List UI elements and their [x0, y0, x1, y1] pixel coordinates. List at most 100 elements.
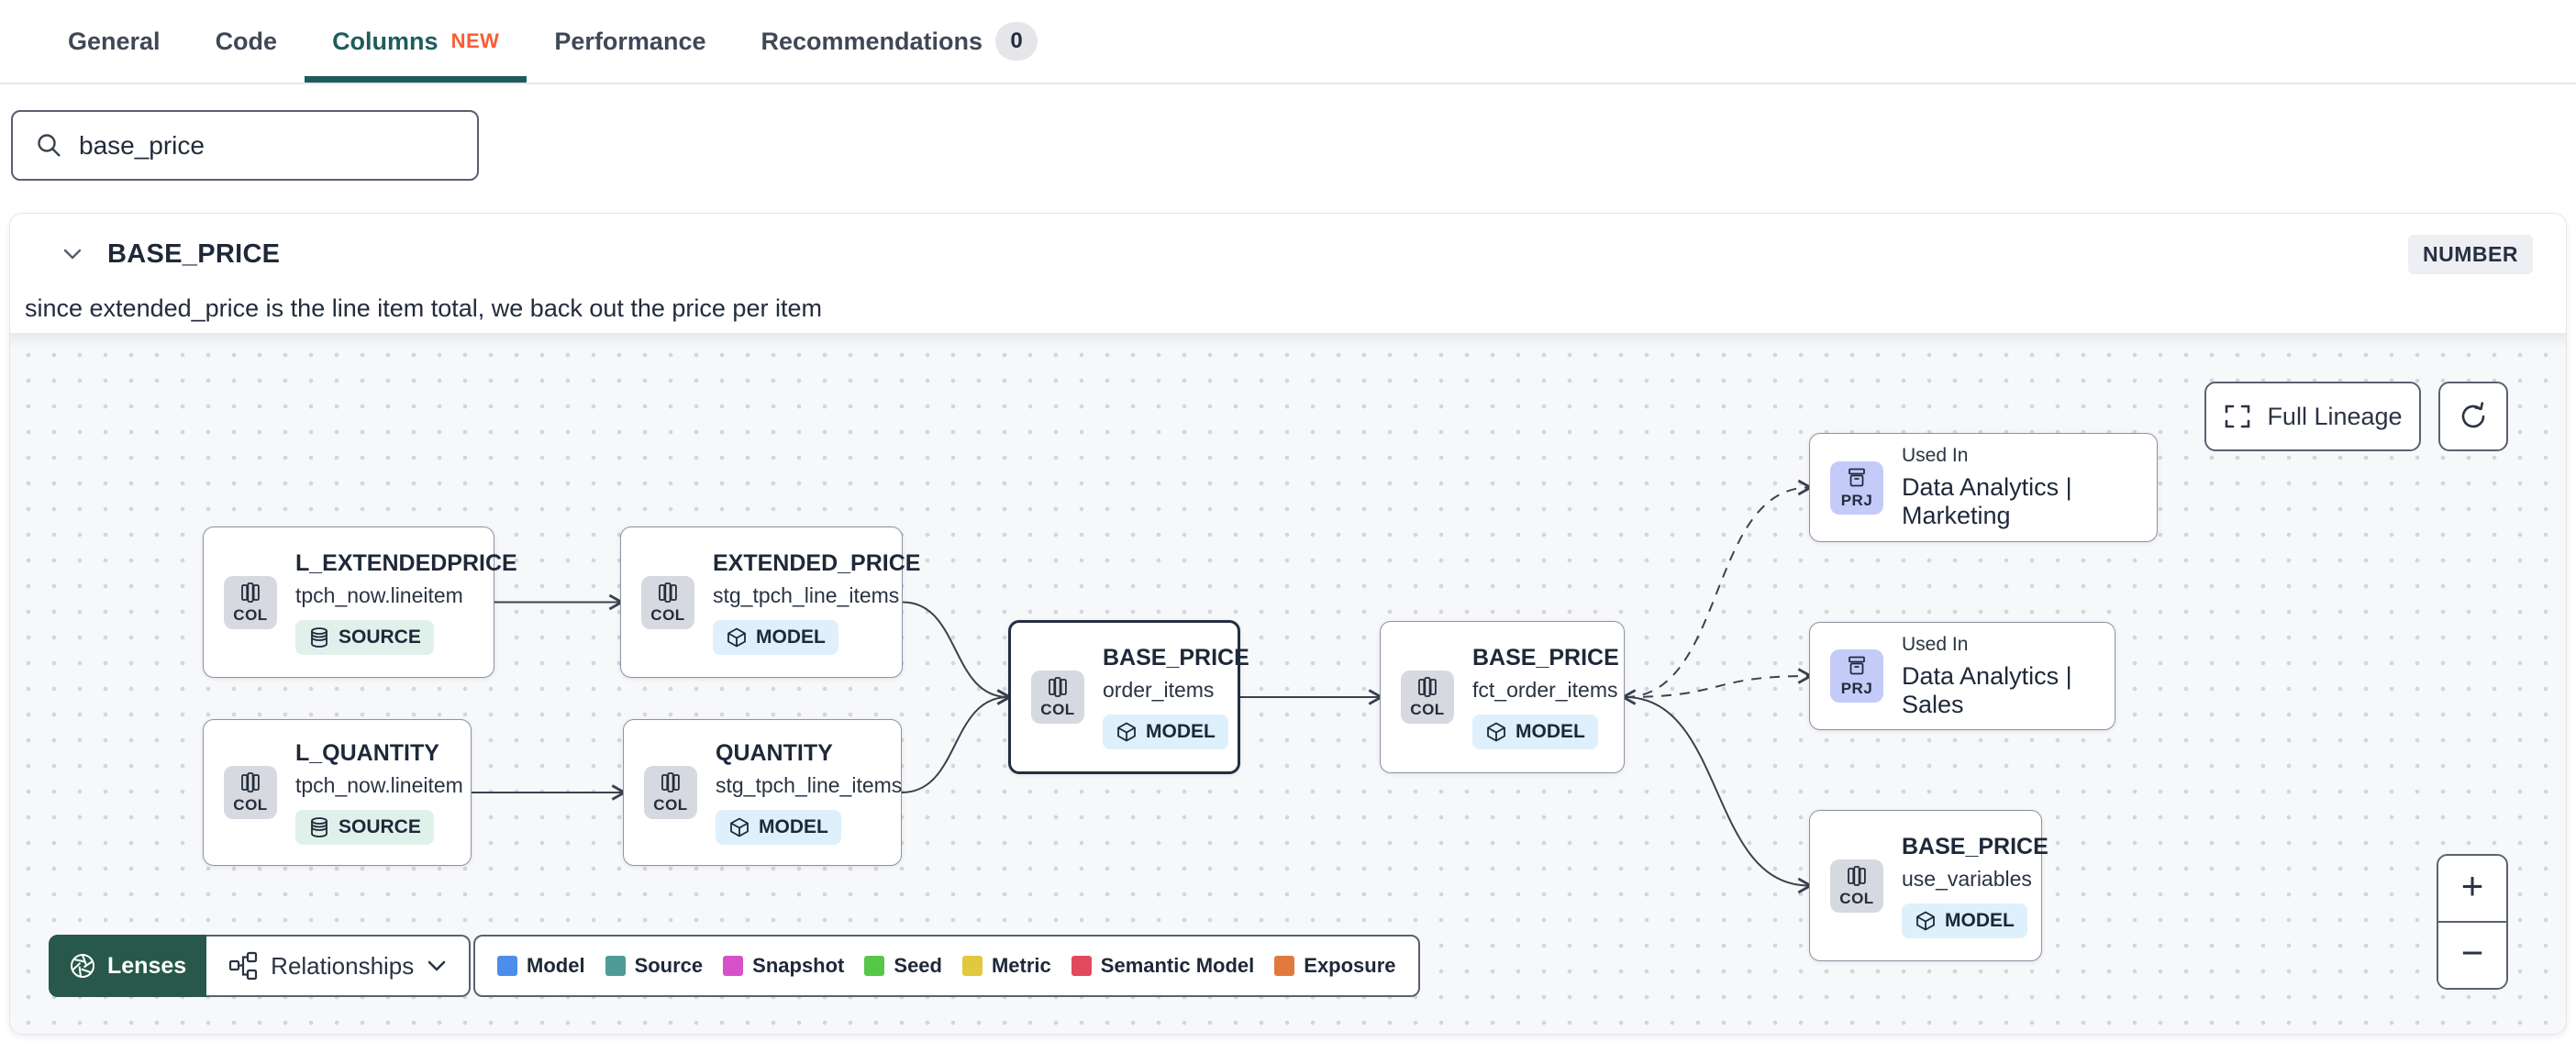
node-subtitle: tpch_now.lineitem — [295, 773, 463, 797]
database-icon — [308, 816, 330, 838]
node-title: BASE_PRICE — [1103, 645, 1249, 671]
node-chip-col: COL — [1031, 671, 1084, 724]
tab-columns[interactable]: Columns NEW — [305, 0, 527, 83]
model-cube-icon — [1915, 910, 1937, 932]
node-title: BASE_PRICE — [1472, 645, 1619, 671]
chip-label: COL — [653, 796, 688, 814]
chip-label: COL — [1410, 701, 1445, 718]
tab-performance[interactable]: Performance — [527, 0, 733, 83]
full-lineage-button[interactable]: Full Lineage — [2204, 382, 2421, 451]
search-input[interactable] — [79, 112, 477, 179]
node-chip-prj: PRJ — [1830, 649, 1883, 703]
resource-type-label: SOURCE — [339, 626, 421, 648]
lineage-node-base_price_fct_order_items[interactable]: COL BASE_PRICE fct_order_items MODEL — [1380, 621, 1625, 773]
collapse-chevron-button[interactable] — [61, 247, 83, 261]
resource-type-badge: MODEL — [713, 619, 838, 655]
node-kicker: Used In — [1902, 633, 1969, 655]
legend-label: Model — [527, 954, 585, 977]
zoom-controls: + − — [2437, 854, 2508, 990]
chip-label: COL — [233, 605, 268, 624]
resource-type-label: MODEL — [1516, 721, 1585, 742]
columns-icon — [1845, 864, 1869, 888]
database-icon — [308, 626, 330, 648]
lineage-node-l_extendedprice[interactable]: COL L_EXTENDEDPRICE tpch_now.lineitem SO… — [203, 526, 517, 678]
legend-item-metric: Metric — [961, 954, 1051, 978]
expand-icon — [2226, 405, 2250, 428]
chip-label: COL — [1040, 701, 1075, 718]
lineage-edge — [901, 689, 1013, 793]
node-chip-col: COL — [1830, 859, 1883, 913]
resource-type-badge: MODEL — [1103, 715, 1228, 749]
resource-type-label: MODEL — [759, 816, 828, 837]
resource-type-badge: MODEL — [1902, 903, 2027, 938]
node-chip-prj: PRJ — [1830, 460, 1883, 515]
legend-item-snapshot: Snapshot — [723, 954, 844, 978]
legend-item-seed: Seed — [864, 954, 942, 978]
model-cube-icon — [1485, 721, 1507, 743]
lineage-edges — [471, 479, 1814, 894]
tab-recommendations[interactable]: Recommendations 0 — [733, 0, 1065, 83]
columns-icon — [239, 770, 262, 794]
tab-label: Columns — [332, 27, 439, 55]
resource-type-label: MODEL — [1146, 721, 1216, 742]
node-title: BASE_PRICE — [1902, 833, 2049, 859]
node-subtitle: tpch_now.lineitem — [295, 582, 463, 607]
lineage-node-used_in_sales[interactable]: PRJ Used In Data Analytics | Sales — [1809, 622, 2115, 730]
columns-icon — [1046, 675, 1070, 699]
relationships-icon — [229, 951, 258, 981]
resource-type-label: MODEL — [756, 626, 826, 648]
resource-type-badge: SOURCE — [295, 810, 434, 845]
lineage-canvas[interactable]: COL L_EXTENDEDPRICE tpch_now.lineitem SO… — [10, 333, 2566, 1034]
legend-item-exposure: Exposure — [1274, 954, 1396, 978]
archive-icon — [1845, 466, 1869, 490]
node-title: EXTENDED_PRICE — [713, 549, 921, 576]
node-chip-col: COL — [1401, 671, 1454, 724]
legend-label: Metric — [991, 954, 1051, 977]
recommendations-count-badge: 0 — [995, 22, 1038, 61]
tab-general[interactable]: General — [40, 0, 188, 83]
model-cube-icon — [726, 626, 748, 648]
relationships-dropdown[interactable]: Relationships — [206, 935, 472, 997]
chevron-down-icon — [427, 960, 446, 971]
legend-swatch — [1274, 956, 1295, 976]
chip-label: PRJ — [1840, 491, 1873, 509]
tab-bar: General Code Columns NEW Performance Rec… — [0, 0, 2576, 84]
legend-swatch — [864, 956, 885, 976]
lineage-node-extended_price[interactable]: COL EXTENDED_PRICE stg_tpch_line_items M… — [620, 526, 920, 678]
lineage-node-used_in_marketing[interactable]: PRJ Used In Data Analytics | Marketing — [1809, 433, 2158, 542]
tab-code[interactable]: Code — [188, 0, 305, 83]
lineage-edge — [1624, 696, 1814, 894]
node-subtitle: use_variables — [1902, 866, 2032, 891]
legend-item-semantic-model: Semantic Model — [1071, 954, 1254, 978]
lineage-node-l_quantity[interactable]: COL L_QUANTITY tpch_now.lineitem SOURCE — [203, 719, 472, 866]
refresh-button[interactable] — [2438, 382, 2508, 451]
lineage-edge — [902, 601, 1013, 705]
node-subtitle: stg_tpch_line_items — [713, 582, 900, 607]
node-chip-col: COL — [641, 575, 694, 629]
legend-swatch — [723, 956, 744, 976]
chip-label: COL — [650, 605, 685, 624]
resource-type-badge: SOURCE — [295, 619, 434, 655]
lineage-edge — [1620, 668, 1814, 705]
zoom-in-button[interactable]: + — [2438, 856, 2506, 923]
lineage-node-base_price_order_items[interactable]: COL BASE_PRICE order_items MODEL — [1008, 620, 1249, 774]
column-panel-header: BASE_PRICE NUMBER since extended_price i… — [10, 214, 2566, 333]
legend-label: Exposure — [1304, 954, 1396, 977]
lineage-node-base_price_use_variables[interactable]: COL BASE_PRICE use_variables MODEL — [1809, 810, 2049, 961]
lenses-button[interactable]: Lenses — [49, 935, 207, 997]
node-subtitle: fct_order_items — [1472, 678, 1618, 702]
node-subtitle: stg_tpch_line_items — [716, 773, 903, 797]
node-chip-col: COL — [224, 575, 277, 629]
chip-label: COL — [233, 796, 268, 814]
refresh-icon — [2461, 402, 2485, 428]
chevron-down-icon — [63, 249, 82, 260]
columns-icon — [659, 770, 683, 794]
zoom-out-button[interactable]: − — [2438, 923, 2506, 988]
lineage-edge — [1624, 479, 1814, 698]
tab-label: Performance — [554, 27, 706, 55]
node-kicker: Used In — [1902, 445, 1969, 466]
columns-icon — [656, 581, 680, 604]
lineage-node-quantity[interactable]: COL QUANTITY stg_tpch_line_items MODEL — [623, 719, 902, 866]
tab-label: General — [68, 27, 161, 55]
